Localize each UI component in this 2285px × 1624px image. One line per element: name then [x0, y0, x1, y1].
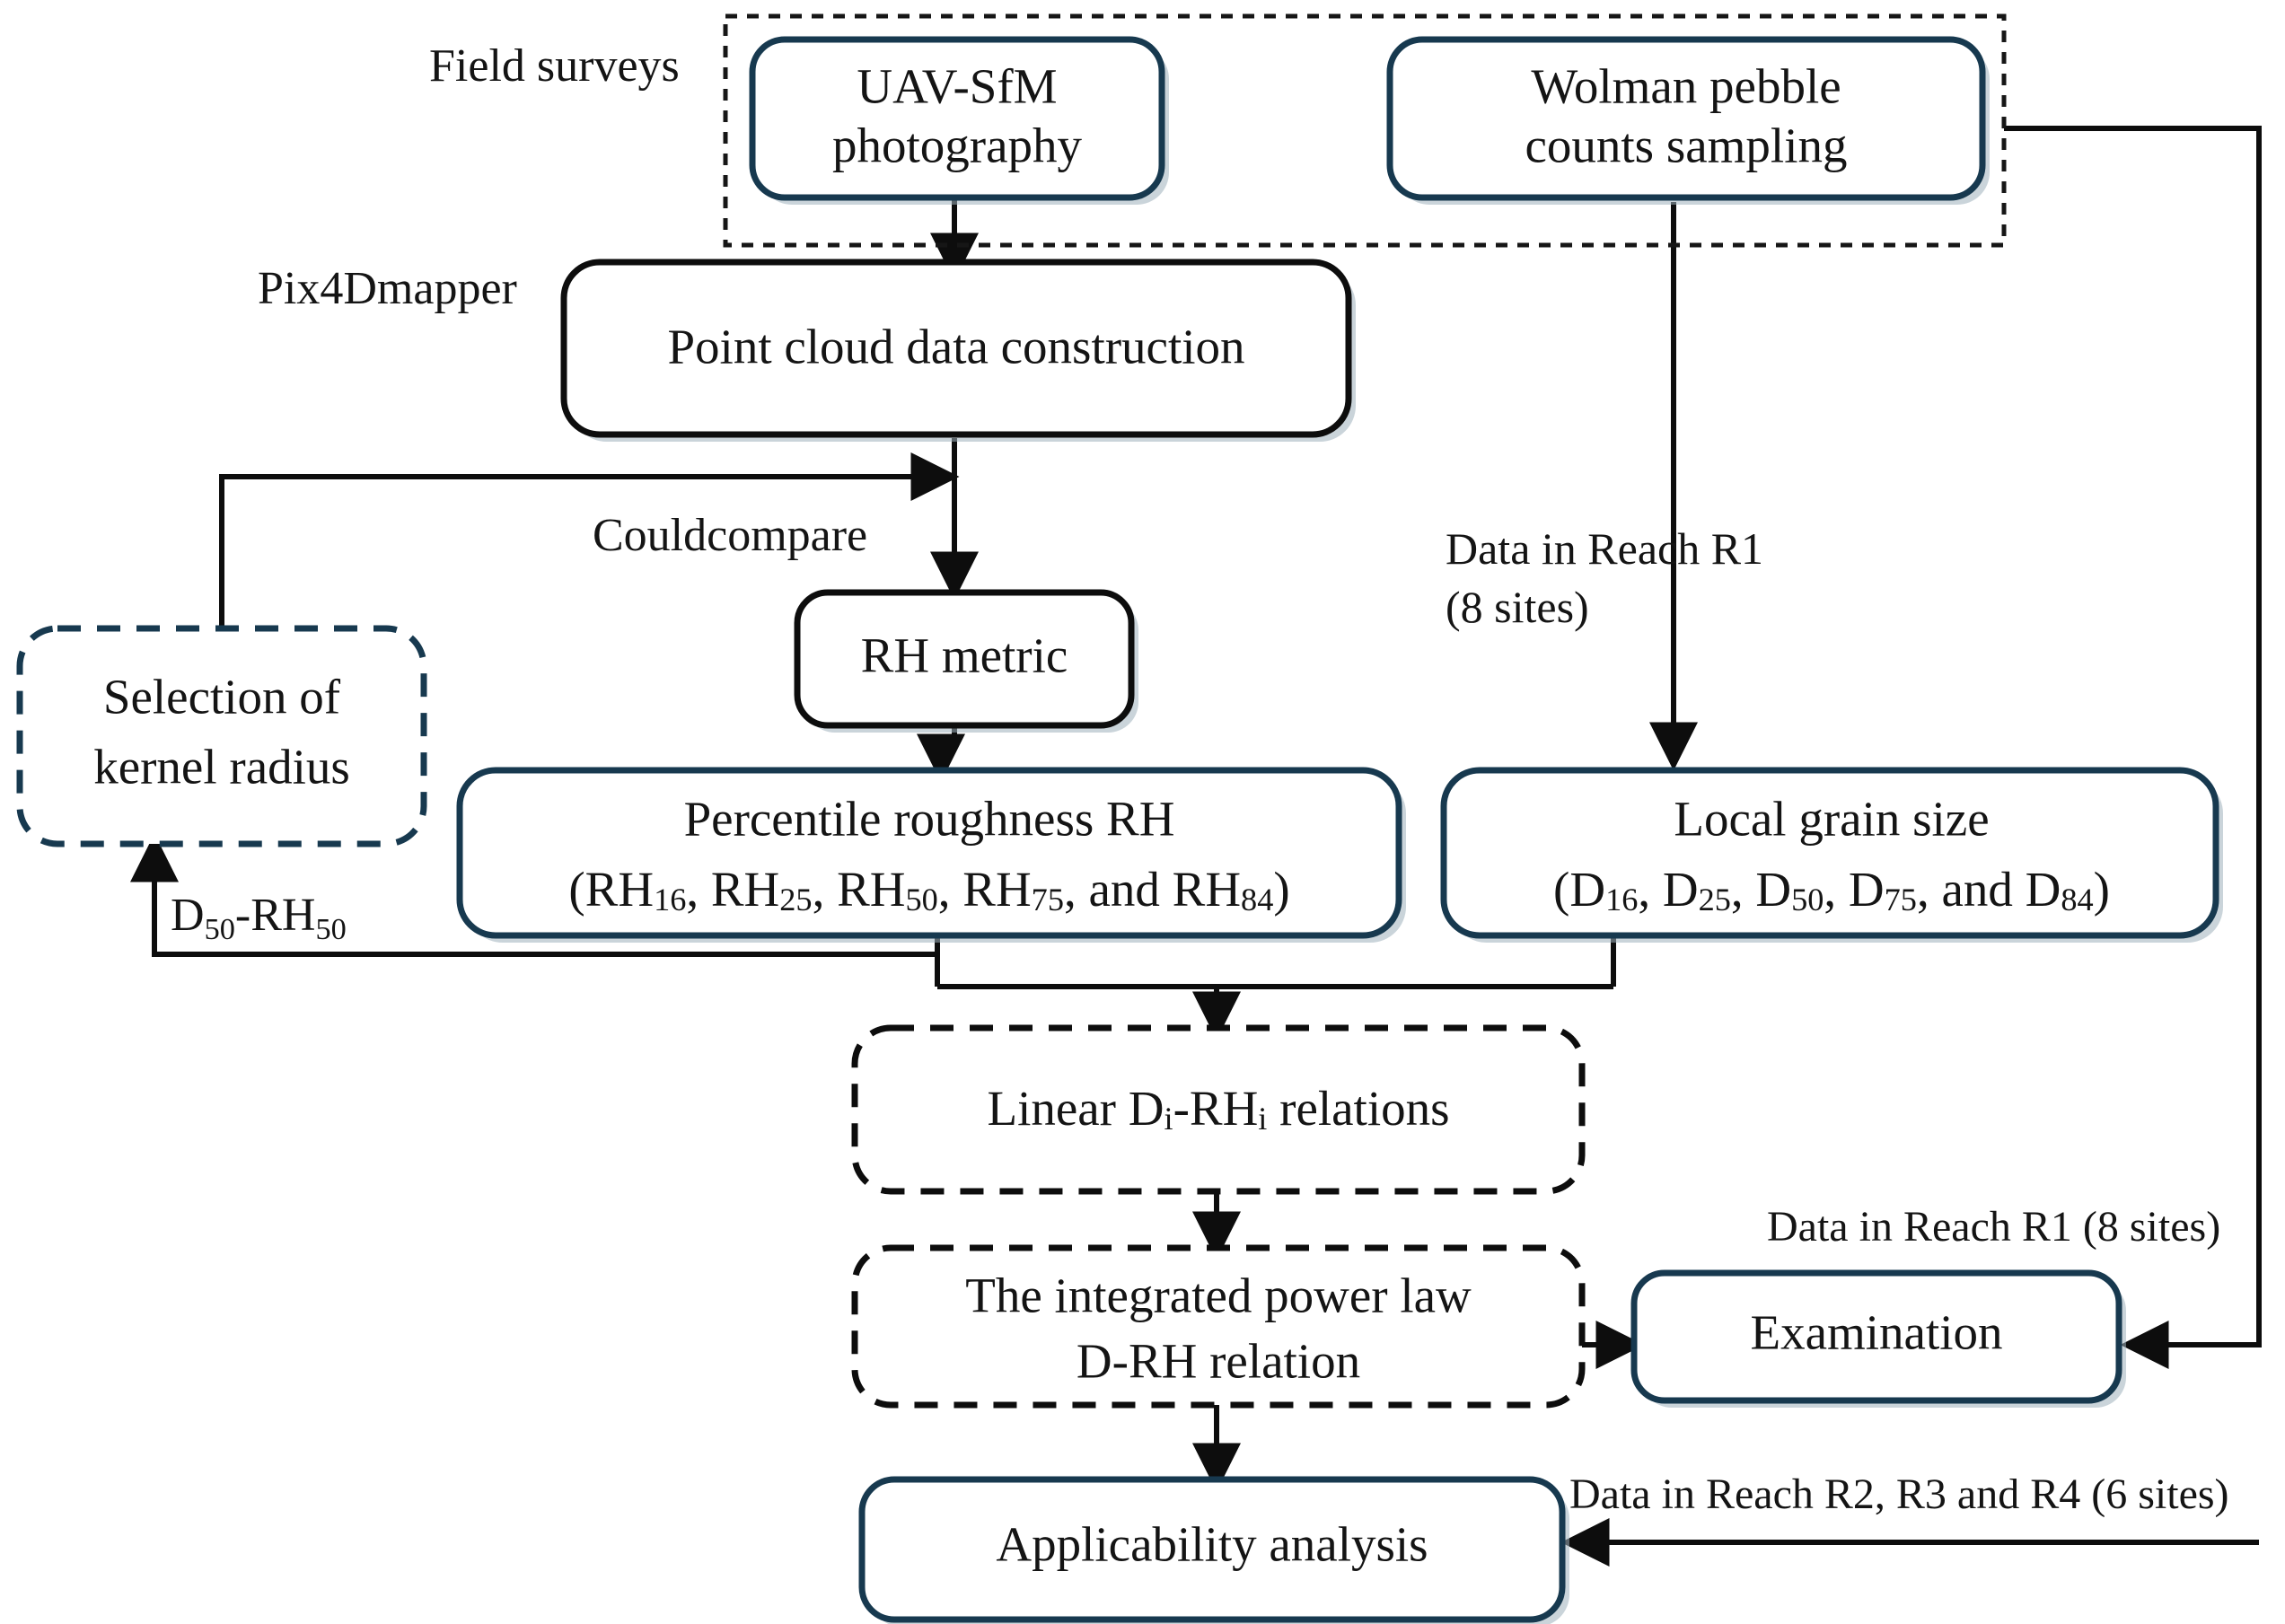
node-examination-label: Examination — [1750, 1305, 2002, 1360]
labels: Field surveys Pix4Dmapper Couldcompare D… — [171, 40, 2229, 1518]
node-examination[interactable]: Examination — [1630, 1269, 2126, 1408]
edge-kernel-to-rhmetric-line — [219, 452, 960, 628]
node-applicability-label: Applicability analysis — [996, 1517, 1428, 1572]
node-percentile-line1: Percentile roughness RH — [684, 792, 1175, 847]
edge-percentile-to-kernel-feedback — [130, 833, 940, 957]
node-grain-size-line1: Local grain size — [1674, 792, 1989, 847]
node-grain-size-line2: (D16, D25, D50, D75, and D84) — [1553, 862, 2110, 918]
edge-wolman-right-to-examination — [2004, 126, 2262, 1369]
label-data-reach-r2-r3-r4: Data in Reach R2, R3 and R4 (6 sites) — [1569, 1470, 2229, 1518]
node-wolman-line1: Wolman pebble — [1531, 59, 1841, 114]
label-pix4dmapper: Pix4Dmapper — [258, 263, 517, 314]
label-couldcompare: Couldcompare — [593, 510, 867, 561]
node-uav-sfm-line1: UAV-SfM — [857, 59, 1057, 114]
node-uav-sfm-photography[interactable]: UAV-SfM photography — [749, 36, 1169, 205]
node-linear-relations[interactable]: Linear Di-RHi relations — [851, 1024, 1586, 1195]
node-point-cloud-construction[interactable]: Point cloud data construction — [560, 259, 1356, 442]
node-linear-relations-label: Linear Di-RHi relations — [987, 1081, 1449, 1137]
node-selection-kernel-radius[interactable]: Selection of kernel radius — [16, 625, 427, 847]
label-data-reach-r1-line1: Data in Reach R1 — [1446, 523, 1763, 574]
node-integrated-power-law[interactable]: The integrated power law D-RH relation — [851, 1244, 1586, 1409]
node-wolman-pebble-counts[interactable]: Wolman pebble counts sampling — [1386, 36, 1990, 205]
node-wolman-line2: counts sampling — [1525, 119, 1847, 173]
node-kernel-line1: Selection of — [103, 670, 341, 724]
node-rh-metric[interactable]: RH metric — [794, 589, 1138, 733]
label-data-reach-r1-inline: Data in Reach R1 (8 sites) — [1767, 1203, 2220, 1251]
label-field-surveys: Field surveys — [429, 40, 680, 92]
node-percentile-roughness[interactable]: Percentile roughness RH (RH16, RH25, RH5… — [456, 767, 1406, 943]
node-power-law-line2: D-RH relation — [1077, 1334, 1360, 1389]
edge-rhmetric-to-percentile — [917, 723, 965, 783]
node-rh-metric-label: RH metric — [861, 628, 1068, 683]
label-d50-rh50: D50-RH50 — [171, 890, 347, 946]
node-local-grain-size[interactable]: Local grain size (D16, D25, D50, D75, an… — [1440, 767, 2223, 943]
node-applicability-analysis[interactable]: Applicability analysis — [858, 1476, 1569, 1624]
node-uav-sfm-line2: photography — [832, 119, 1083, 173]
node-percentile-line2: (RH16, RH25, RH50, RH75, and RH84) — [568, 862, 1289, 918]
node-point-cloud-label: Point cloud data construction — [667, 320, 1244, 374]
node-power-law-line1: The integrated power law — [965, 1268, 1472, 1323]
node-kernel-line2: kernel radius — [93, 740, 350, 794]
label-data-reach-r1-line2: (8 sites) — [1446, 582, 1589, 632]
